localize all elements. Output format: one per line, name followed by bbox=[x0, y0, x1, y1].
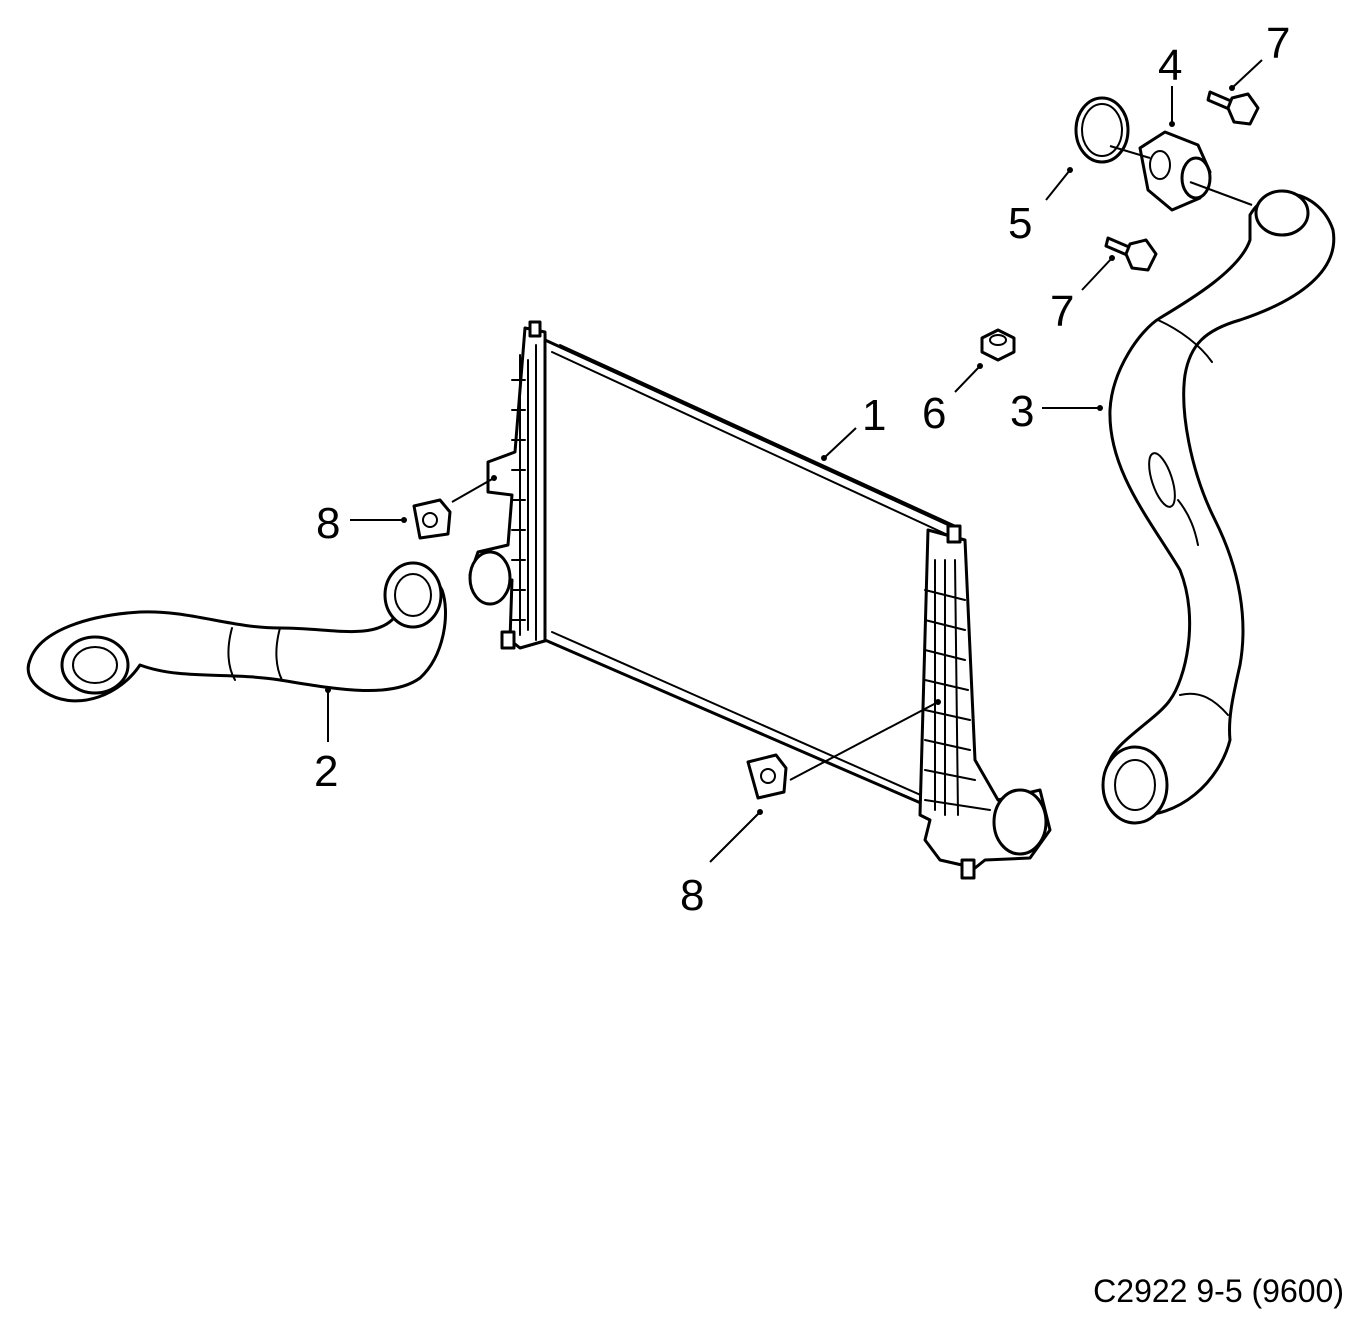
throttle-adapter bbox=[1138, 130, 1212, 212]
nut bbox=[980, 328, 1016, 362]
clip-upper bbox=[412, 498, 452, 540]
seal-ring bbox=[1074, 96, 1130, 164]
callout-6: 6 bbox=[922, 389, 946, 438]
bolt-lower bbox=[1104, 236, 1158, 272]
callout-8-upper: 8 bbox=[316, 499, 340, 548]
leader-lines bbox=[325, 59, 1263, 863]
clip-lower bbox=[746, 753, 788, 800]
callout-4: 4 bbox=[1158, 41, 1182, 90]
callout-7-upper: 7 bbox=[1266, 19, 1290, 68]
charge-air-hose-left bbox=[26, 561, 448, 703]
callout-5: 5 bbox=[1008, 199, 1032, 248]
diagram-reference-code: C2922 9-5 (9600) bbox=[1093, 1273, 1344, 1309]
callout-2: 2 bbox=[314, 747, 338, 796]
callout-7-lower: 7 bbox=[1050, 287, 1074, 336]
callout-8-lower: 8 bbox=[680, 871, 704, 920]
charge-air-hose-right bbox=[1101, 189, 1336, 825]
intercooler bbox=[468, 320, 1052, 880]
callout-1: 1 bbox=[862, 391, 886, 440]
callout-3: 3 bbox=[1010, 387, 1034, 436]
bolt-upper bbox=[1206, 90, 1260, 126]
